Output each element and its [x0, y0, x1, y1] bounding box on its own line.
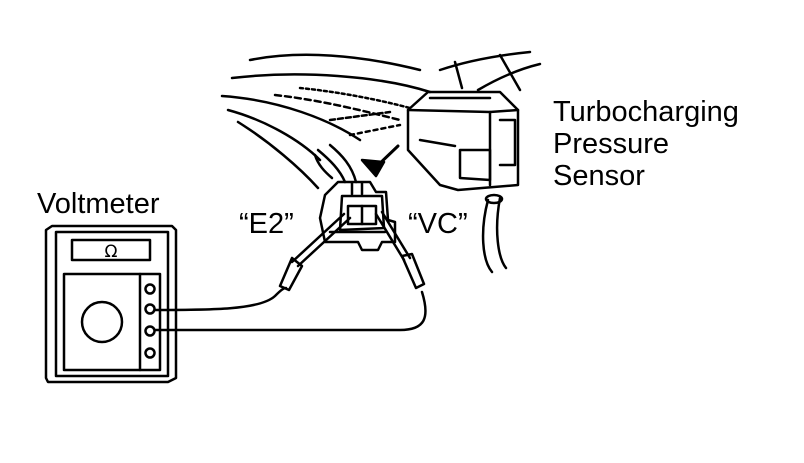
pointer-arrow	[360, 144, 400, 178]
engine-background	[220, 50, 542, 190]
terminal-e2-label: “E2”	[239, 208, 294, 240]
sensor-label-line3: Sensor	[553, 160, 645, 192]
sensor-label-line2: Pressure	[553, 128, 670, 160]
harness-wire	[313, 143, 358, 184]
voltmeter-label: Voltmeter	[37, 188, 160, 220]
terminal-vc-label: “VC”	[408, 208, 468, 240]
test-leads	[153, 286, 427, 332]
voltmeter	[44, 224, 178, 384]
sensor-label: Turbocharging Pressure Sensor	[553, 96, 739, 192]
probe-e2	[278, 212, 352, 292]
pressure-sensor	[406, 90, 520, 274]
probe-vc	[374, 210, 426, 290]
meter-display-symbol: Ω	[105, 242, 118, 262]
sensor-label-line1: Turbocharging	[553, 96, 739, 128]
